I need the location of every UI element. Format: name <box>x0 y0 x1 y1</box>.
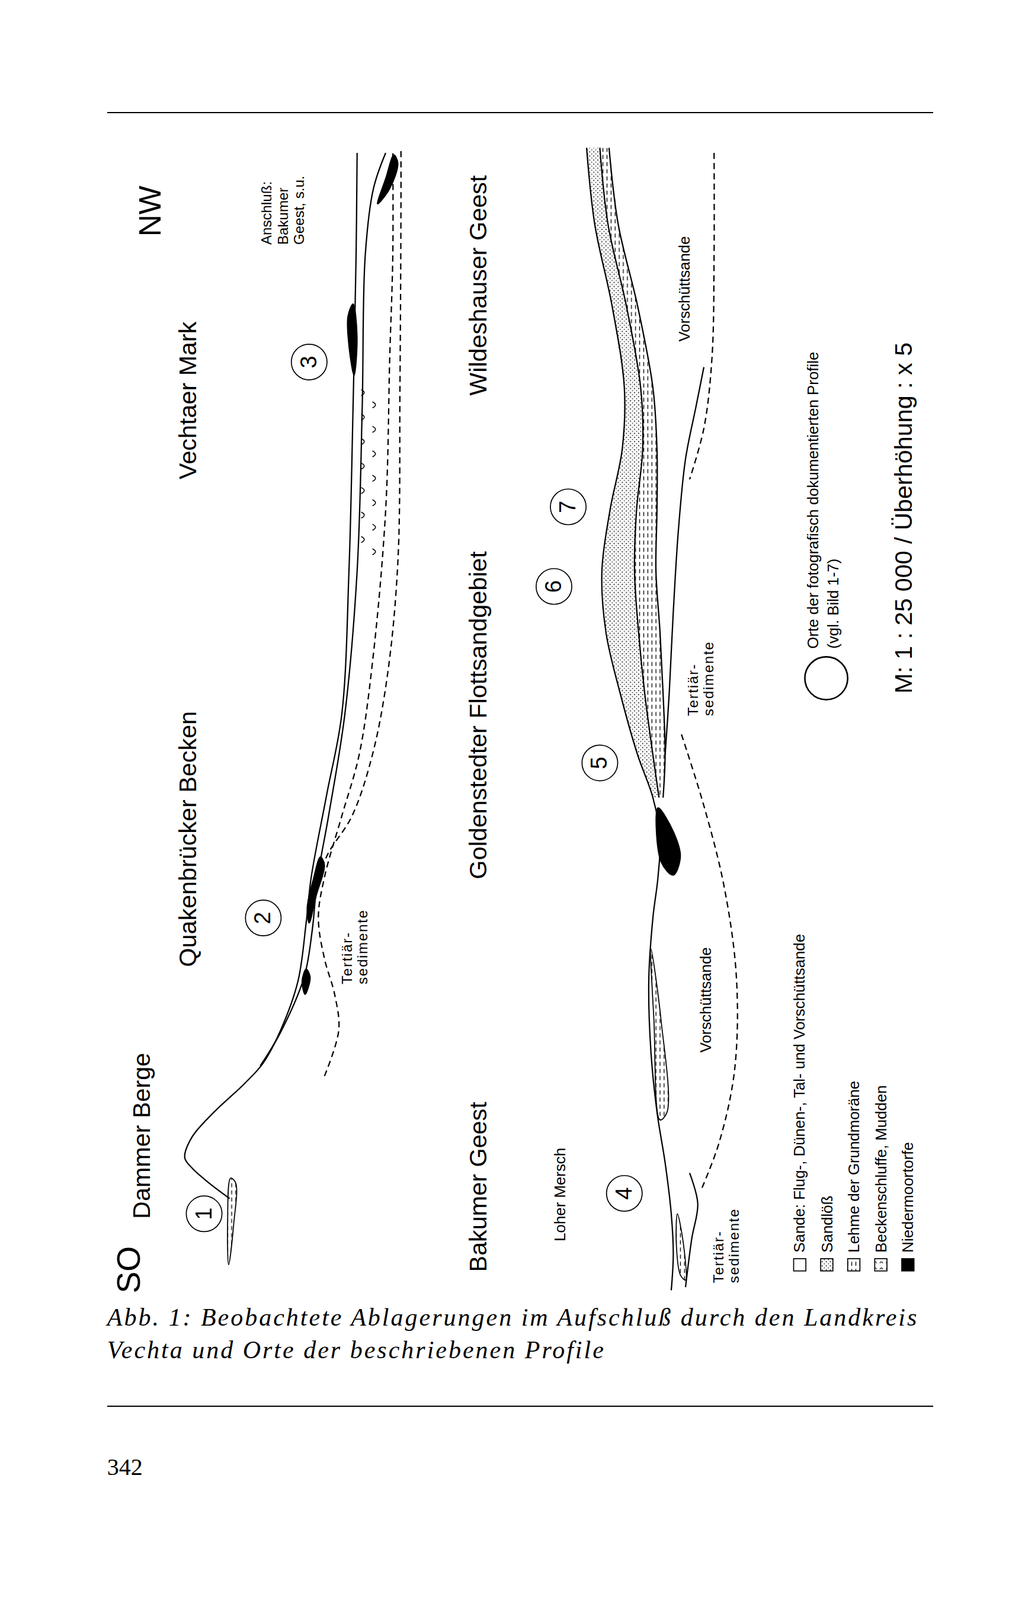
unit-label: Vorschüttsande <box>675 236 694 342</box>
peat-lens <box>347 303 358 376</box>
figure-frame: 1 2 3 4 5 6 7SO Dammer Berge Quakenbrücker Becke… <box>107 117 934 1296</box>
region-label: Vechtaer Mark <box>173 321 202 480</box>
unit-label: Vorschüttsande <box>696 946 715 1053</box>
profile-line <box>318 151 393 1076</box>
callout-number: 6 <box>542 580 566 593</box>
profile-line <box>586 148 674 1291</box>
unit-label: Tertiär- sedimente <box>339 908 371 985</box>
legend-text: Lehme der Grundmoräne <box>844 1080 863 1253</box>
legend-swatch <box>847 1258 860 1271</box>
legend-swatch <box>820 1258 834 1271</box>
legend-circle <box>804 657 848 700</box>
silt-symbol <box>372 475 376 482</box>
peat-lens <box>306 856 325 924</box>
location-circle: 7 <box>549 488 587 526</box>
location-circle: 4 <box>605 1174 643 1212</box>
silt-symbol <box>372 450 376 457</box>
profile-line <box>609 148 666 799</box>
location-circle: 6 <box>535 568 573 605</box>
silt-symbol <box>360 438 364 445</box>
unit-label: Tertiär- sedimente <box>685 641 717 717</box>
location-circle: 1 <box>185 1195 223 1232</box>
profile-line <box>681 734 738 1188</box>
peat-lens <box>301 968 310 995</box>
silt-symbol <box>360 389 364 396</box>
silt-symbol <box>372 499 376 506</box>
callout-number: 4 <box>613 1186 636 1200</box>
note-label: Anschluß: Bakumer Geest, s.u. <box>258 161 308 245</box>
profile-line <box>689 152 715 480</box>
page-number: 342 <box>107 1453 143 1481</box>
place-label: Dammer Berge <box>127 1052 156 1219</box>
figure-caption: Abb. 1: Beobachtete Ablagerungen im Aufs… <box>107 1301 934 1366</box>
cross-section <box>107 117 934 1296</box>
tertiary-lens <box>676 1213 687 1280</box>
silt-symbol <box>360 462 364 469</box>
callout-number: 2 <box>251 911 275 925</box>
profile-line <box>184 152 357 1199</box>
page-rule <box>107 111 934 114</box>
loess-lens <box>227 1177 237 1265</box>
unit-label: Tertiär- sedimente <box>710 1208 743 1284</box>
location-circle: 3 <box>290 343 328 381</box>
callout-number: 5 <box>588 756 611 770</box>
profile-line <box>685 1173 698 1288</box>
scale-label: M: 1 : 25 000 / Überhöhung : x 5 <box>889 342 918 694</box>
silt-symbol <box>360 511 364 518</box>
silt-symbol <box>372 401 376 408</box>
region-label: Goldenstedter Flottsandgebiet <box>463 551 492 880</box>
legend-text: Beckenschluffe, Mudden <box>871 1085 890 1253</box>
legend-text: Sande: Flug-, Dünen-, Tal- und Vorschütt… <box>790 933 809 1253</box>
legend-text: Niedermoortorfe <box>898 1141 917 1253</box>
region-label: Quakenbrücker Becken <box>173 710 202 967</box>
callout-number: 7 <box>556 500 580 514</box>
silt-symbol <box>372 524 376 531</box>
page-rule <box>107 1405 934 1407</box>
region-label: Bakumer Geest <box>463 1102 492 1273</box>
profile-line <box>260 152 386 1066</box>
loess-lens <box>650 948 669 1120</box>
compass-label: NW <box>132 185 168 237</box>
silt-symbol <box>360 536 364 543</box>
legend-swatch <box>874 1258 887 1271</box>
legend-swatch <box>901 1258 915 1271</box>
callout-number: 3 <box>298 356 321 369</box>
location-circle: 2 <box>244 899 282 937</box>
silt-symbol <box>372 548 376 555</box>
region-label: Wildeshauser Geest <box>463 175 492 396</box>
legend-text: Orte der fotografisch dokumentierten Pro… <box>802 332 843 649</box>
profile-line <box>314 151 401 898</box>
legend-text: Sandlöß <box>817 1195 836 1253</box>
silt-symbol <box>360 414 364 421</box>
peat-lens <box>377 155 399 205</box>
location-circle: 5 <box>581 744 618 782</box>
legend-swatch <box>793 1258 806 1271</box>
callout-number: 1 <box>192 1207 216 1220</box>
compass-label: SO <box>110 1245 148 1294</box>
place-label: Loher Mersch <box>551 1147 569 1242</box>
till-band <box>599 148 665 799</box>
silt-symbol <box>372 426 376 433</box>
silt-symbol <box>360 487 364 494</box>
profile-line <box>599 148 659 799</box>
